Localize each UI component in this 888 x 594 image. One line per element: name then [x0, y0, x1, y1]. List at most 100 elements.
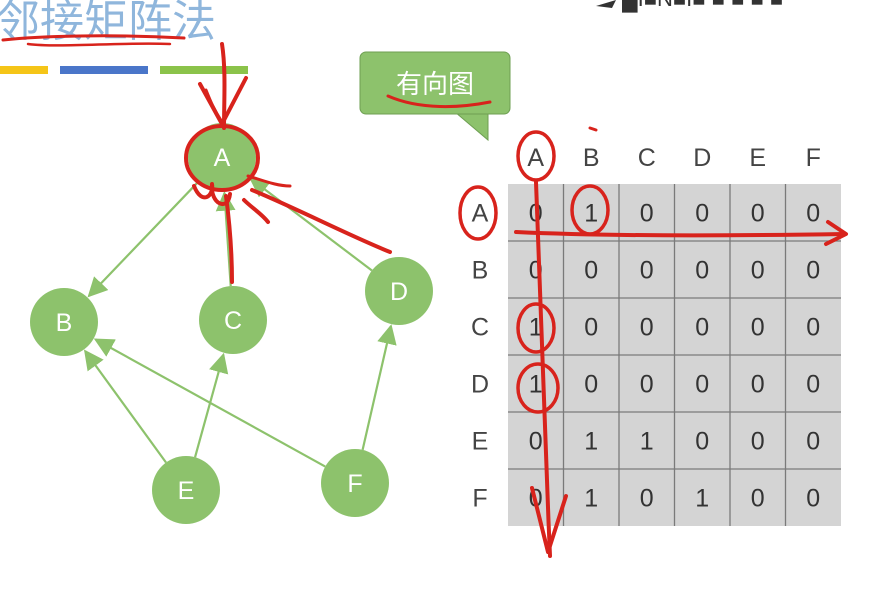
- ink-arrow-scribble: [204, 88, 224, 124]
- matrix-col-header-c: C: [638, 144, 656, 172]
- node-b-label: B: [56, 309, 73, 337]
- matrix-cell-f-f: 0: [806, 485, 820, 513]
- callout-underline-ink: [386, 94, 492, 109]
- matrix-cell-d-f: 0: [806, 371, 820, 399]
- accent-bar-2: [60, 66, 148, 74]
- node-d-label: D: [390, 278, 408, 306]
- node-a-circle: [188, 123, 256, 191]
- matrix-cell-f-b: 1: [584, 485, 598, 513]
- node-a-scribble-ink-2: [242, 198, 270, 224]
- matrix-row-header-c: C: [471, 314, 489, 342]
- cell-c-a-circle-ink: [516, 302, 556, 354]
- matrix-col-header-f: F: [806, 144, 821, 172]
- red-ink-annotations: [1, 34, 848, 558]
- matrix-cell-f-c: 0: [640, 485, 654, 513]
- matrix-cell-a-f: 0: [806, 200, 820, 228]
- col-a-arrow-ink: [534, 180, 552, 558]
- matrix-cell-a-c: 0: [640, 200, 654, 228]
- matrix-cell-d-c: 0: [640, 371, 654, 399]
- edge-d-a-ink: [250, 188, 392, 254]
- edge-c-a-ink: [224, 194, 234, 284]
- matrix-cell-d-a: 1: [529, 371, 543, 399]
- row-a-arrowhead-ink: [824, 220, 848, 246]
- accent-bar-1: [0, 66, 48, 74]
- matrix-cell-c-d: 0: [695, 314, 709, 342]
- callout-bubble: 有向图: [359, 51, 511, 142]
- matrix-col-header-b: B: [583, 144, 600, 172]
- title-underline-ink: [1, 34, 186, 42]
- matrix-cell-b-e: 0: [751, 257, 765, 285]
- partial-top-right-mark: [596, 0, 616, 8]
- matrix-cell-d-d: 0: [695, 371, 709, 399]
- matrix-col-header-a: A: [527, 144, 544, 172]
- matrix-cell-a-e: 0: [751, 200, 765, 228]
- matrix-col-header-d: D: [693, 144, 711, 172]
- matrix-row-header-e: E: [472, 428, 489, 456]
- matrix-cell-a-d: 0: [695, 200, 709, 228]
- graph-nodes: A B C D E F: [30, 123, 433, 524]
- matrix-cell-e-b: 1: [584, 428, 598, 456]
- node-c-label: C: [224, 307, 242, 335]
- node-c-circle: [199, 286, 267, 354]
- matrix-cell-e-c: 1: [640, 428, 654, 456]
- node-c: C: [199, 286, 267, 354]
- matrix-row-header-d: D: [471, 371, 489, 399]
- slide-title: 邻接矩阵法: [0, 0, 216, 47]
- edge-d-a: [249, 177, 373, 272]
- node-a: A: [188, 123, 256, 191]
- node-e: E: [152, 456, 220, 524]
- title-underline-ink-2: [26, 42, 172, 47]
- node-f-circle: [321, 449, 389, 517]
- stray-mark-ink: [588, 126, 598, 132]
- edge-c-a: [215, 190, 236, 287]
- matrix-cell-e-e: 0: [751, 428, 765, 456]
- callout-tail: [453, 111, 489, 142]
- matrix-cell-b-f: 0: [806, 257, 820, 285]
- callout-label: 有向图: [396, 70, 474, 100]
- row-a-arrow-ink: [514, 230, 846, 238]
- matrix-cell-b-b: 0: [584, 257, 598, 285]
- matrix-cell-e-a: 0: [529, 428, 543, 456]
- node-e-circle: [152, 456, 220, 524]
- ink-arrow-shaft-top: [220, 42, 227, 130]
- node-f-label: F: [347, 470, 362, 498]
- node-b-circle: [30, 288, 98, 356]
- node-b: B: [30, 288, 98, 356]
- matrix-row-header-f: F: [472, 485, 487, 513]
- node-d: D: [365, 257, 433, 325]
- cell-d-a-circle-ink: [516, 362, 560, 414]
- node-a-circle-ink: [184, 124, 260, 192]
- matrix-col-header-e: E: [749, 144, 766, 172]
- edge-a-b: [87, 180, 200, 298]
- matrix-cell-a-b: 1: [584, 200, 598, 228]
- matrix-cell-e-d: 0: [695, 428, 709, 456]
- accent-bar-3: [160, 66, 248, 74]
- matrix-cell-f-d: 1: [695, 485, 709, 513]
- matrix-cell-d-b: 0: [584, 371, 598, 399]
- node-f: F: [321, 449, 389, 517]
- matrix-cell-f-e: 0: [751, 485, 765, 513]
- graph-edges: [83, 177, 397, 468]
- matrix-cell-c-e: 0: [751, 314, 765, 342]
- partial-top-right-text: █I■N■I■ ■ ■ ■ ■: [622, 0, 783, 13]
- edge-f-b: [93, 338, 326, 468]
- row-header-a-circle-ink: [458, 185, 498, 241]
- matrix-cell-c-c: 0: [640, 314, 654, 342]
- node-a-label: A: [214, 144, 231, 172]
- edge-f-d: [361, 324, 397, 451]
- matrix-cell-c-b: 0: [584, 314, 598, 342]
- col-a-arrowhead-ink: [530, 486, 568, 554]
- matrix-cell-c-f: 0: [806, 314, 820, 342]
- edge-d-a-ink-2: [246, 174, 292, 188]
- edge-e-c: [193, 352, 229, 458]
- matrix-cell-b-d: 0: [695, 257, 709, 285]
- partial-top-right-caption: █I■N■I■ ■ ■ ■ ■: [596, 0, 783, 13]
- matrix-cell-d-e: 0: [751, 371, 765, 399]
- node-e-label: E: [178, 477, 195, 505]
- node-d-circle: [365, 257, 433, 325]
- accent-bars: [0, 66, 248, 74]
- matrix-cell-b-c: 0: [640, 257, 654, 285]
- matrix-row-header-b: B: [472, 257, 489, 285]
